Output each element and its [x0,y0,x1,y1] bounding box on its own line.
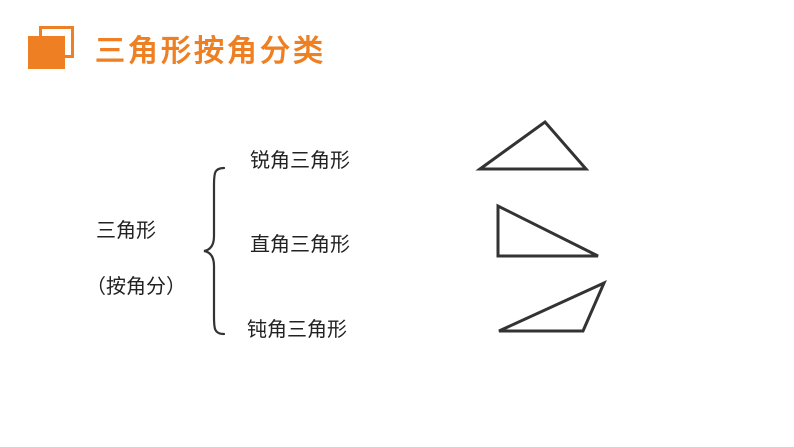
acute-triangle [475,119,590,171]
two-squares-icon [28,26,78,70]
right-triangle [496,203,599,258]
root-sublabel: （按角分） [86,274,186,298]
root-label: 三角形 [96,218,156,242]
category-right-label: 直角三角形 [250,232,350,256]
curly-brace-icon [203,166,226,336]
category-obtuse-label: 钝角三角形 [247,317,347,341]
front-square [28,36,65,69]
page-title: 三角形按角分类 [95,34,326,69]
obtuse-triangle [498,280,607,333]
category-acute-label: 锐角三角形 [250,148,350,172]
